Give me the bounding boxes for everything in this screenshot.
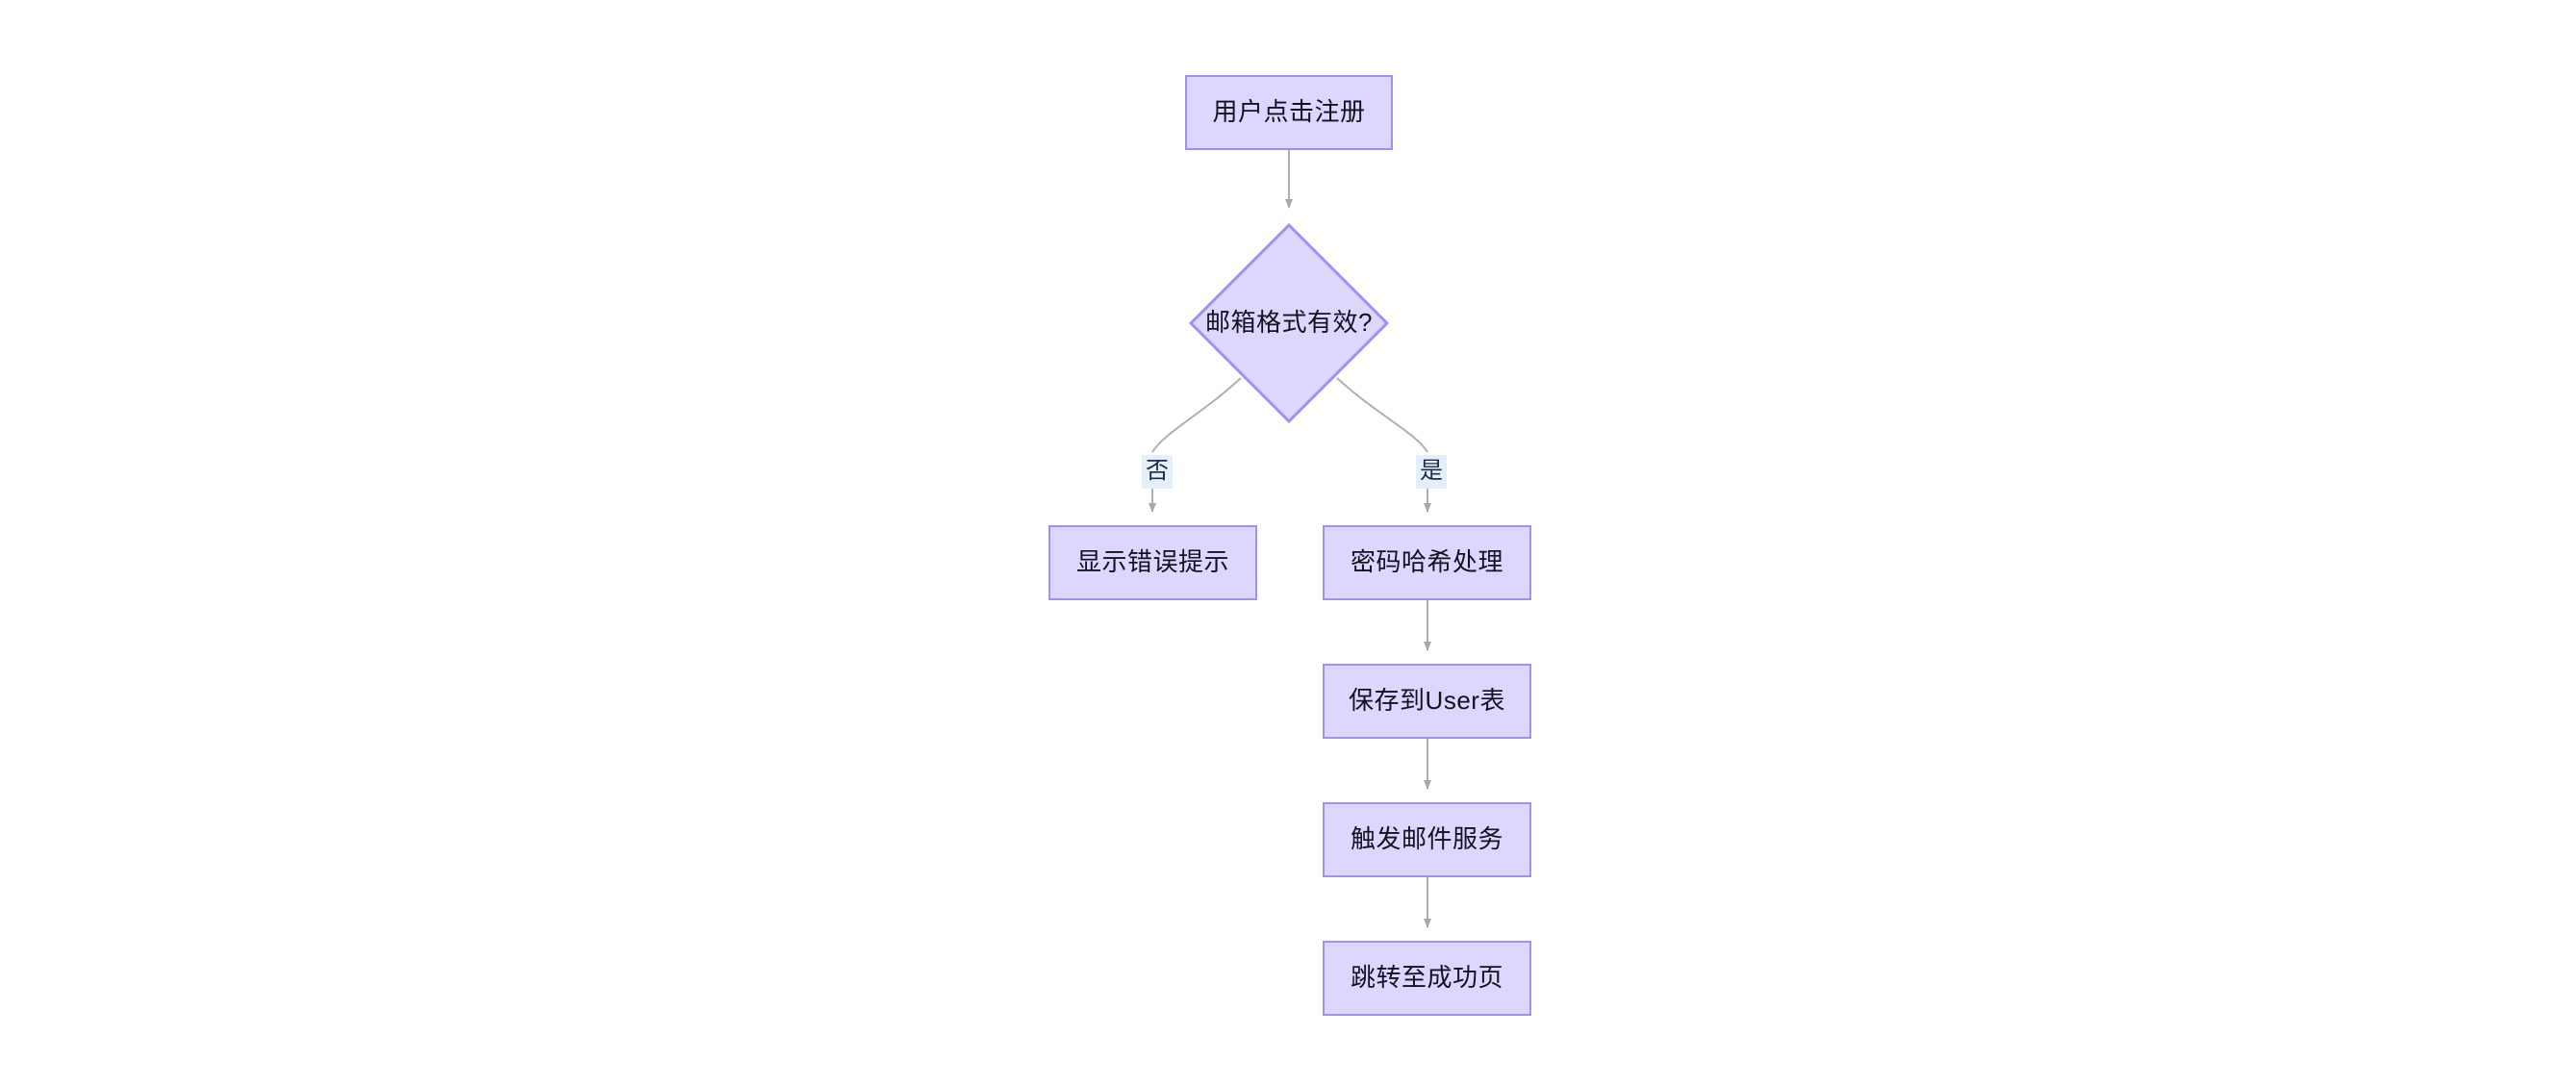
node-show-error-label: 显示错误提示 xyxy=(1075,547,1229,577)
node-redirect-success-page-label: 跳转至成功页 xyxy=(1350,963,1503,993)
edge-check-to-error xyxy=(1151,377,1242,453)
diamond-shape-icon xyxy=(1189,223,1389,423)
node-hash-password-label: 密码哈希处理 xyxy=(1350,547,1503,577)
node-email-valid-decision[interactable]: 邮箱格式有效? xyxy=(1189,223,1389,423)
node-trigger-mail-service-label: 触发邮件服务 xyxy=(1350,824,1503,854)
node-save-user-table[interactable]: 保存到User表 xyxy=(1323,664,1531,739)
edge-label-yes-text: 是 xyxy=(1420,458,1443,484)
node-start-label: 用户点击注册 xyxy=(1212,97,1366,127)
node-redirect-success-page[interactable]: 跳转至成功页 xyxy=(1323,941,1531,1016)
node-trigger-mail-service[interactable]: 触发邮件服务 xyxy=(1323,802,1531,877)
edge-label-no: 否 xyxy=(1142,455,1173,489)
edge-label-yes: 是 xyxy=(1416,455,1447,489)
node-hash-password[interactable]: 密码哈希处理 xyxy=(1323,525,1531,600)
node-show-error[interactable]: 显示错误提示 xyxy=(1048,525,1257,600)
node-start[interactable]: 用户点击注册 xyxy=(1185,75,1393,150)
node-email-valid-decision-label: 邮箱格式有效? xyxy=(1205,308,1373,338)
node-save-user-table-label: 保存到User表 xyxy=(1349,686,1505,716)
edge-check-to-hash xyxy=(1336,377,1428,453)
edge-label-no-text: 否 xyxy=(1146,458,1169,484)
